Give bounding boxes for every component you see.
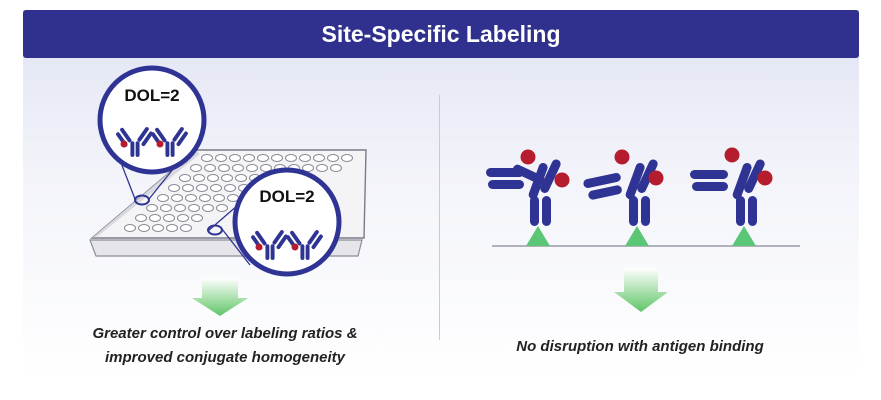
center-divider xyxy=(439,95,440,340)
antigen-surface xyxy=(492,226,800,247)
antibody-2 xyxy=(583,149,664,226)
header-banner: Site-Specific Labeling xyxy=(23,10,859,58)
zoom-circle-bottom xyxy=(232,167,342,277)
antibody-1 xyxy=(486,149,570,226)
antibody-3 xyxy=(690,147,773,226)
left-caption-line1: Greater control over labeling ratios & xyxy=(92,325,358,342)
left-caption-line2: improved conjugate homogeneity xyxy=(104,349,346,366)
page-title: Site-Specific Labeling xyxy=(321,20,561,47)
zoom-circle-top xyxy=(97,65,207,175)
dol-label-bottom: DOL=2 xyxy=(259,187,315,206)
dol-label-top: DOL=2 xyxy=(124,86,180,105)
down-arrow-right xyxy=(614,268,668,312)
left-caption: Greater control over labeling ratios & i… xyxy=(40,322,410,370)
right-caption: No disruption with antigen binding xyxy=(516,338,764,355)
down-arrow-left xyxy=(192,278,248,316)
